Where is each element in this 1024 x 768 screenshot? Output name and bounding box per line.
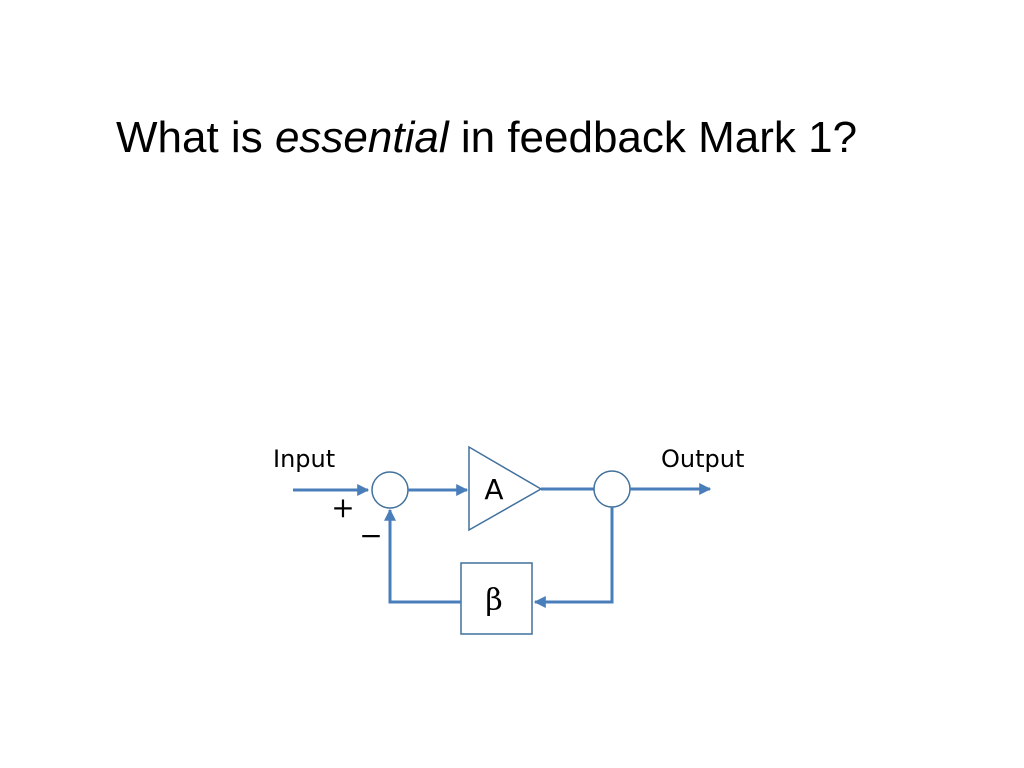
feedback-path-to-beta [533,507,614,608]
feedback-beta-label: β [485,583,502,618]
minus-sign-label: − [359,519,382,552]
feedback-beta-block [460,562,533,635]
pickoff-node [593,470,631,508]
plus-sign-label: + [331,491,354,524]
feedback-path-to-junction [384,508,461,604]
slide-title: What is essential in feedback Mark 1? [116,112,857,164]
summing-junction [371,471,409,509]
amplifier-block [468,445,543,532]
title-text-end: in feedback Mark 1? [460,113,858,162]
output-label: Output [661,445,744,473]
title-emphasis: essential [274,113,449,162]
amplifier-label: A [484,473,503,506]
input-label: Input [273,445,335,473]
title-text-start: What is [116,113,263,162]
